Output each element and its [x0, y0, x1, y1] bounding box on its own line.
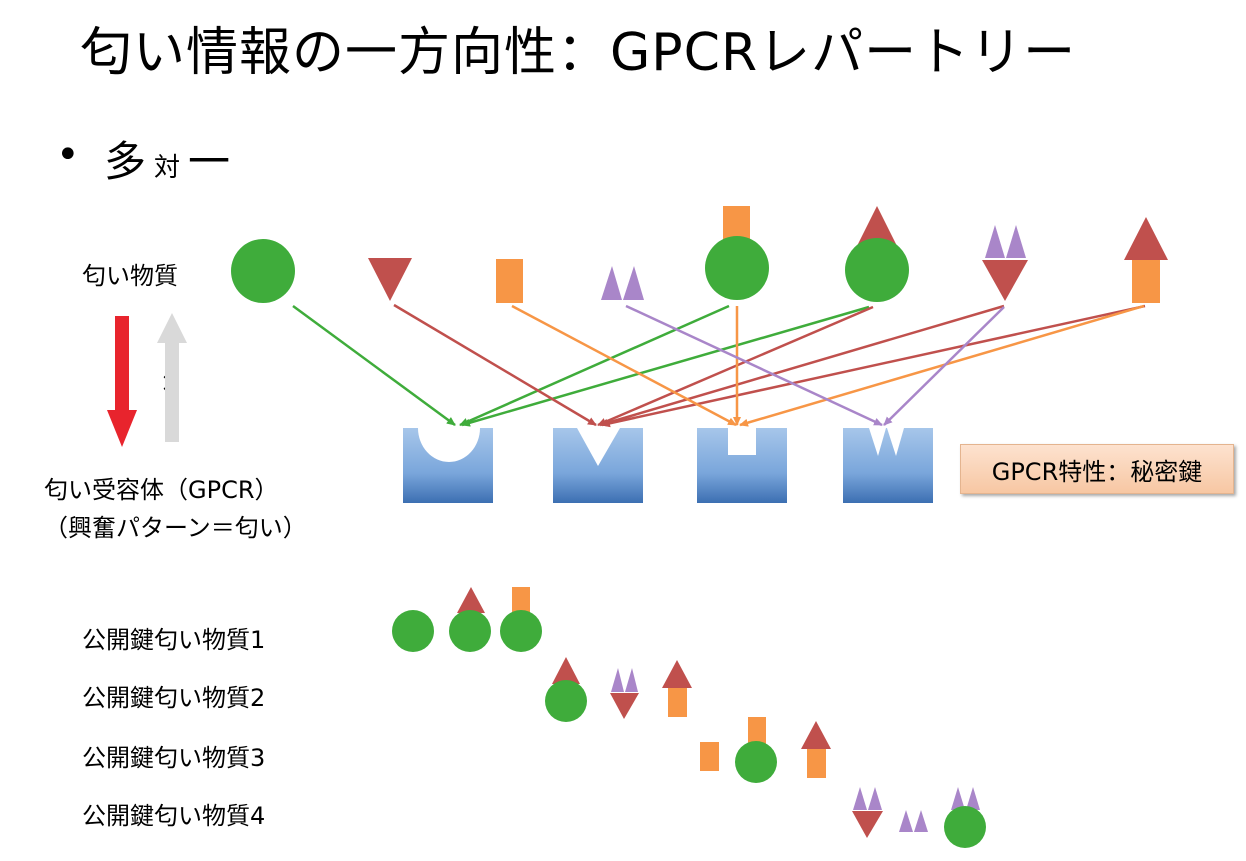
public-key-odorants-2 [545, 657, 692, 722]
public-key-label-3: 公開鍵匂い物質3 [82, 744, 266, 772]
odorant-label: 匂い物質 [82, 262, 178, 290]
receptor-twin-triangle-pocket [843, 428, 933, 503]
receptor-square-pocket [697, 428, 787, 503]
odorant-up-arrow-shape [1124, 217, 1168, 303]
versus-text: 対 [154, 153, 181, 183]
odorant-triangle-combo [982, 225, 1028, 301]
bullet-marker: • [56, 132, 80, 178]
public-key-odorants-3 [700, 717, 831, 783]
public-key-odorants-4 [852, 787, 986, 848]
page-title: 匂い情報の一方向性：GPCRレパートリー [80, 23, 1077, 83]
up-arrow-icon [157, 313, 187, 442]
down-arrow-icon [107, 316, 137, 447]
receptor-triangle-pocket [553, 428, 643, 503]
binding-arrows [292, 303, 1146, 428]
many-to-one-heading: 多対一 [104, 128, 230, 189]
public-key-label-4: 公開鍵匂い物質4 [82, 802, 266, 830]
one-text: 一 [188, 137, 231, 186]
public-key-odorants-1 [392, 587, 542, 652]
odorant-circle-triangle [845, 206, 909, 302]
secret-key-label: GPCR特性：秘密鍵 [991, 457, 1203, 486]
odorant-twin-triangles [601, 266, 644, 300]
public-key-label-2: 公開鍵匂い物質2 [82, 684, 266, 712]
receptor-label-line1: 匂い受容体（GPCR） [44, 476, 279, 504]
odorant-circle-bar [705, 206, 769, 300]
odorant-down-triangle [368, 258, 412, 301]
odorant-circle [231, 239, 295, 303]
odorant-bar [496, 259, 523, 303]
public-key-label-1: 公開鍵匂い物質1 [82, 626, 266, 654]
receptor-circle-pocket [403, 428, 493, 503]
many-text: 多 [104, 137, 147, 186]
secret-key-box: GPCR特性：秘密鍵 [960, 444, 1234, 494]
receptor-label-line2: （興奮パターン＝匂い） [44, 514, 307, 542]
